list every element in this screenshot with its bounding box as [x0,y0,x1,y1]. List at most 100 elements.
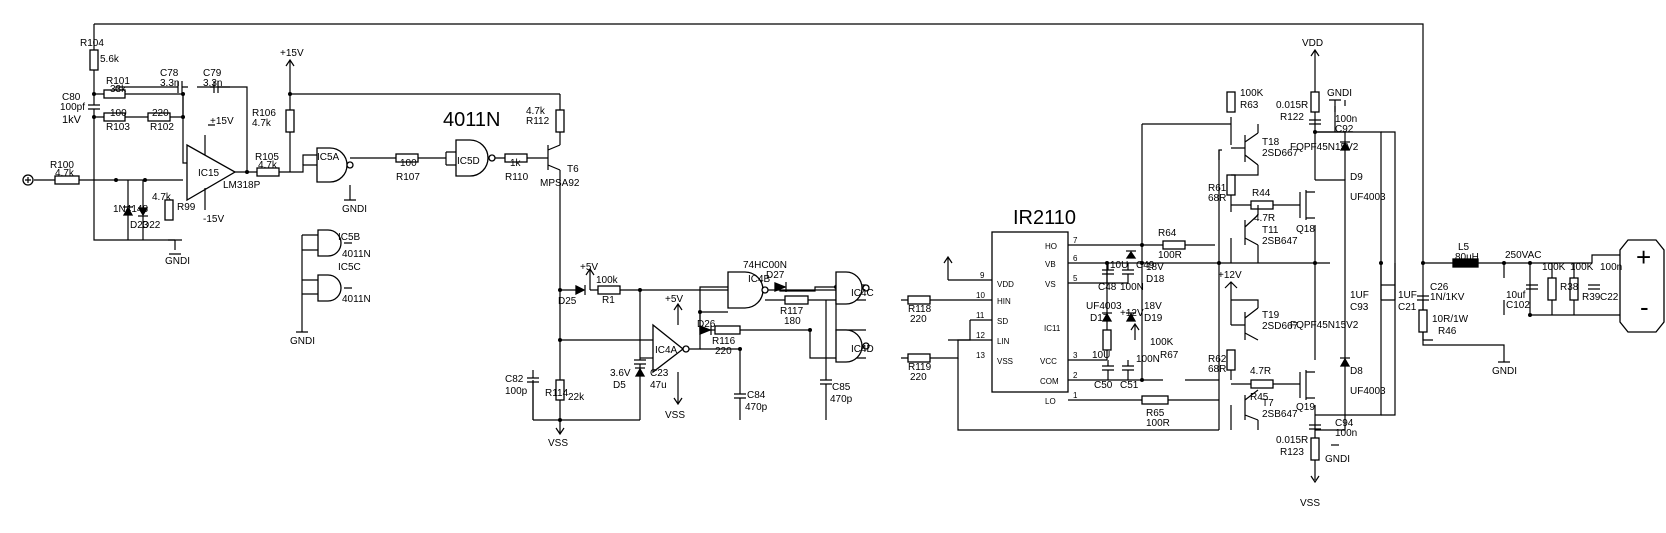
gndi-label-c: GNDI [290,336,315,347]
hc00-title: 74HC00N [743,260,787,271]
r63-body [1226,91,1236,113]
svg-text:D22: D22 [142,220,161,231]
gndi-ground-f [1498,355,1510,363]
svg-text:R101: R101 [106,76,130,87]
svg-text:10U: 10U [1110,260,1128,271]
m15v-label: -15V [203,214,224,225]
r110-body [504,153,528,163]
svg-text:5: 5 [1073,274,1078,283]
svg-text:T6: T6 [567,164,579,175]
gndi-ground [168,239,182,255]
svg-text:100R: 100R [1158,250,1182,261]
r46-body [1418,309,1428,333]
svg-text:T7: T7 [1262,398,1274,409]
p5v-label-b: +5V [665,294,683,305]
svg-text:R117: R117 [780,306,804,317]
svg-text:C92: C92 [1335,124,1354,135]
svg-text:13: 13 [976,351,985,360]
svg-text:5.6k: 5.6k [100,54,120,65]
gndi-ground-d [1329,99,1341,112]
svg-text:T11: T11 [1262,225,1279,236]
r61-body [1226,174,1236,196]
svg-text:Q18: Q18 [1296,224,1315,235]
svg-text:0.015R: 0.015R [1276,100,1308,111]
gndi-label-d: GNDI [1327,88,1352,99]
diodes [122,141,1351,377]
svg-text:R65: R65 [1146,408,1165,419]
svg-text:180: 180 [784,316,801,327]
ic15-opamp [186,124,237,210]
vss-label: VSS [1300,498,1320,509]
r107-body [395,153,419,163]
wire-network [34,23,1620,480]
r67-body [1102,329,1112,351]
r106-body [285,109,295,133]
svg-text:1k: 1k [510,158,522,169]
svg-text:3.3n: 3.3n [203,78,222,89]
svg-text:R110: R110 [505,172,529,183]
gndi-label-f: GNDI [1492,366,1517,377]
svg-text:10: 10 [976,291,985,300]
svg-text:100: 100 [110,108,127,119]
svg-text:D25: D25 [558,296,577,307]
svg-text:C51: C51 [1120,380,1139,391]
svg-text:LIN: LIN [997,337,1010,346]
r103-body [103,112,126,122]
svg-text:R44: R44 [1252,188,1271,199]
svg-text:IC4C: IC4C [851,288,874,299]
svg-text:T19: T19 [1262,310,1280,321]
t11-symbol [1244,214,1259,246]
p15v-arrow [285,58,295,80]
r116-body [714,325,741,335]
svg-text:R119: R119 [908,362,932,373]
svg-text:3.3n: 3.3n [160,78,179,89]
svg-text:FQPF45N15V2: FQPF45N15V2 [1290,320,1359,331]
r117-body [784,295,809,305]
ir2110-body [991,231,1069,393]
r123-body [1310,437,1320,461]
svg-text:100R: 100R [1146,418,1170,429]
svg-text:2SB647: 2SB647 [1262,409,1298,420]
vss-label-b: VSS [548,438,568,449]
svg-text:R1: R1 [602,295,615,306]
rail-labels: +15V +15V -15V GNDI GNDI GNDI +5V +5V VS… [165,38,1542,509]
svg-text:0.015R: 0.015R [1276,435,1308,446]
chip-labels: 4011N IR2110 74HC00N LM318P IC11 [223,109,1076,333]
svg-text:68R: 68R [1208,364,1226,375]
svg-text:LO: LO [1045,397,1056,406]
r38-body [1547,277,1557,301]
svg-text:100N: 100N [1136,354,1160,365]
svg-text:1N4148: 1N4148 [113,204,148,215]
svg-text:C50: C50 [1094,380,1113,391]
svg-text:2SB647: 2SB647 [1262,236,1298,247]
svg-text:C22: C22 [1600,292,1619,303]
svg-text:11: 11 [976,311,985,320]
vss-arrow-c [673,372,683,406]
svg-text:R64: R64 [1158,228,1177,239]
output-terminal [1619,239,1665,333]
svg-text:T18: T18 [1262,137,1280,148]
svg-text:VS: VS [1045,280,1056,289]
svg-text:R100: R100 [50,160,74,171]
nand-gates [301,139,870,374]
svg-text:3: 3 [1073,351,1078,360]
svg-text:D23: D23 [130,220,149,231]
svg-text:D26: D26 [697,319,716,330]
svg-text:R116: R116 [712,336,736,347]
svg-text:7: 7 [1073,236,1078,245]
ic4c-shape [835,271,863,305]
svg-text:IC5C: IC5C [338,262,361,273]
ic11-title: IC11 [1044,324,1061,333]
r122-body [1310,91,1320,113]
svg-text:100K: 100K [1240,88,1264,99]
c84-plates [734,393,746,399]
svg-text:100n: 100n [1335,114,1357,125]
svg-text:R114: R114 [545,388,569,399]
d27-symbol [774,282,787,292]
svg-text:VSS: VSS [997,357,1013,366]
svg-text:R118: R118 [908,304,932,315]
svg-text:VDD: VDD [997,280,1014,289]
svg-text:4.7k: 4.7k [55,168,75,179]
p5v-arrow-a [585,267,595,290]
svg-text:80uH: 80uH [1455,252,1479,263]
